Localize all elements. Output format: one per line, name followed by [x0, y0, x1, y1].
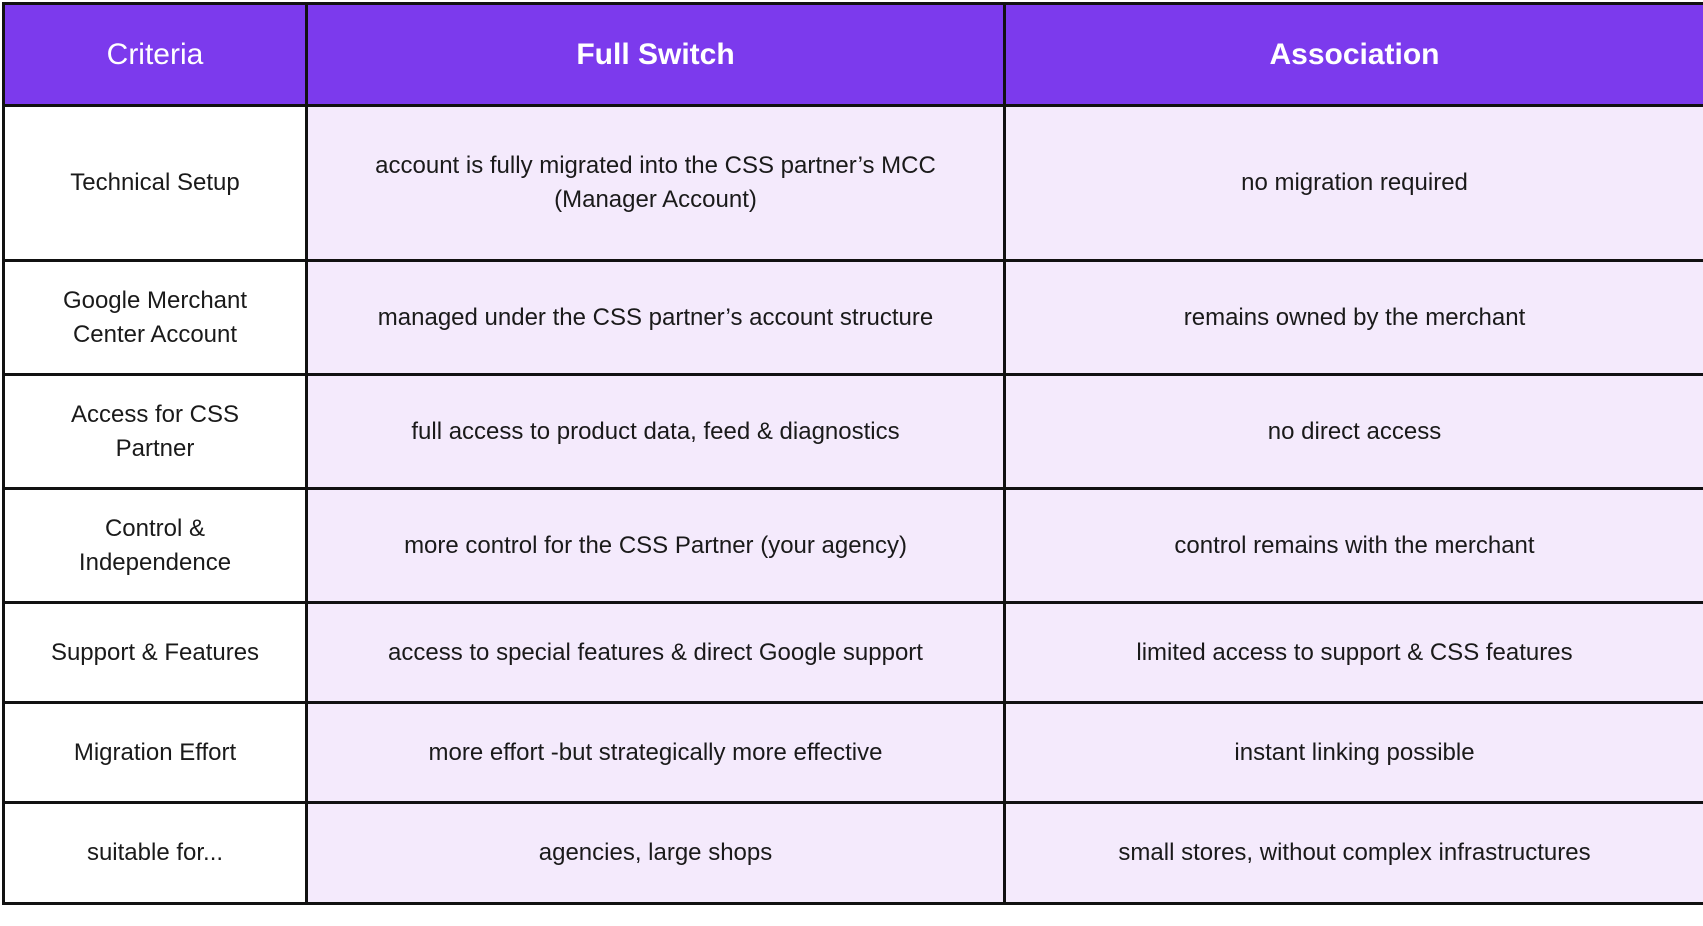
criteria-cell: suitable for... — [2, 801, 308, 905]
full-switch-cell: agencies, large shops — [305, 801, 1006, 905]
table-row: Technical Setup account is fully migrate… — [2, 104, 1703, 262]
association-cell: no direct access — [1003, 373, 1703, 490]
association-cell: instant linking possible — [1003, 701, 1703, 804]
table-body: Technical Setup account is fully migrate… — [2, 104, 1703, 905]
criteria-cell: Google Merchant Center Account — [2, 259, 308, 376]
full-switch-cell: account is fully migrated into the CSS p… — [305, 104, 1006, 262]
association-cell: no migration required — [1003, 104, 1703, 262]
header-row: Criteria Full Switch Association — [2, 2, 1703, 107]
table-row: Access for CSS Partner full access to pr… — [2, 373, 1703, 490]
column-header-criteria: Criteria — [2, 2, 308, 107]
table-row: suitable for... agencies, large shops sm… — [2, 801, 1703, 905]
full-switch-cell: access to special features & direct Goog… — [305, 601, 1006, 704]
full-switch-cell: full access to product data, feed & diag… — [305, 373, 1006, 490]
full-switch-cell: more effort -but strategically more effe… — [305, 701, 1006, 804]
association-cell: small stores, without complex infrastruc… — [1003, 801, 1703, 905]
table-row: Control & Independence more control for … — [2, 487, 1703, 604]
column-header-full-switch: Full Switch — [305, 2, 1006, 107]
full-switch-cell: managed under the CSS partner’s account … — [305, 259, 1006, 376]
criteria-cell: Technical Setup — [2, 104, 308, 262]
table-row: Google Merchant Center Account managed u… — [2, 259, 1703, 376]
criteria-cell: Access for CSS Partner — [2, 373, 308, 490]
criteria-cell: Control & Independence — [2, 487, 308, 604]
column-header-association: Association — [1003, 2, 1703, 107]
full-switch-cell: more control for the CSS Partner (your a… — [305, 487, 1006, 604]
table-row: Migration Effort more effort -but strate… — [2, 701, 1703, 804]
association-cell: remains owned by the merchant — [1003, 259, 1703, 376]
comparison-table: Criteria Full Switch Association Technic… — [2, 2, 1703, 905]
association-cell: control remains with the merchant — [1003, 487, 1703, 604]
criteria-cell: Migration Effort — [2, 701, 308, 804]
association-cell: limited access to support & CSS features — [1003, 601, 1703, 704]
table-header: Criteria Full Switch Association — [2, 2, 1703, 107]
criteria-cell: Support & Features — [2, 601, 308, 704]
table-row: Support & Features access to special fea… — [2, 601, 1703, 704]
